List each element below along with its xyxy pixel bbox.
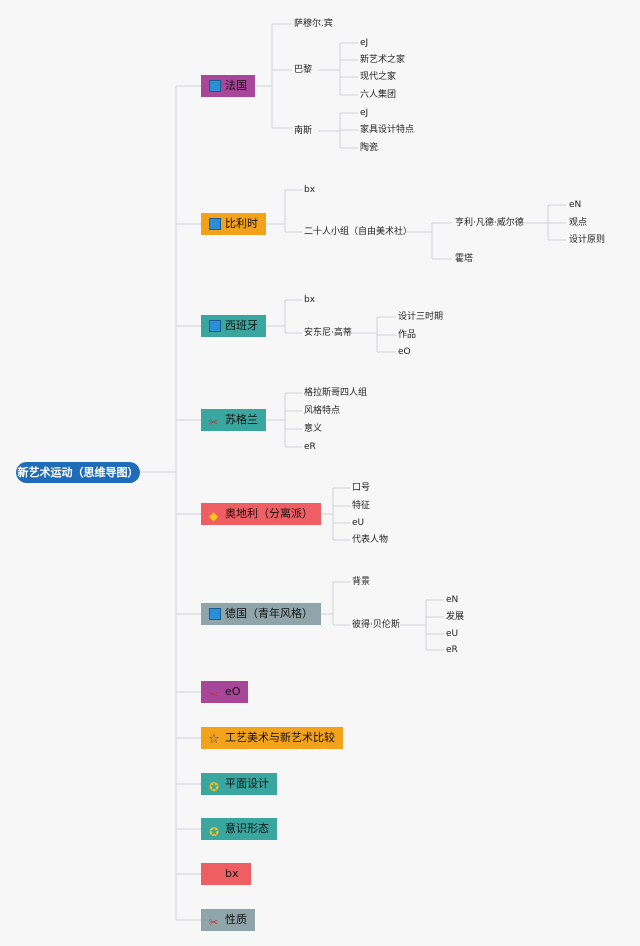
leaf-node[interactable]: 发展 xyxy=(446,612,465,622)
leaf-node[interactable]: eR xyxy=(304,442,316,452)
branch-label: 意识形态 xyxy=(225,822,269,835)
leaf-node[interactable]: 口号 xyxy=(352,483,371,493)
leaf-node[interactable]: 格拉斯哥四人组 xyxy=(304,388,368,398)
tool-icon xyxy=(209,684,221,706)
leaf-node[interactable]: 观点 xyxy=(569,218,588,228)
leaf-node[interactable]: eO xyxy=(398,347,411,357)
leaf-node[interactable]: eJ xyxy=(360,38,369,48)
branch-label: 苏格兰 xyxy=(225,413,258,426)
branch-belgium[interactable]: 比利时 xyxy=(201,213,266,235)
leaf-node[interactable]: 家具设计特点 xyxy=(360,125,415,135)
branch-comparison[interactable]: 工艺美术与新艺术比较 xyxy=(201,727,343,751)
leaf-node[interactable]: 风格特点 xyxy=(304,406,341,416)
leaf-node[interactable]: 特征 xyxy=(352,501,371,511)
branch-ideology[interactable]: 意识形态 xyxy=(201,818,277,843)
star-icon xyxy=(208,729,221,751)
leaf-node[interactable]: 安东尼·高蒂 xyxy=(304,328,352,338)
leaf-node[interactable]: eU xyxy=(446,629,459,639)
leaf-node[interactable]: 彼得·贝伦斯 xyxy=(352,620,400,630)
medal-icon xyxy=(209,776,221,798)
leaf-node[interactable]: 现代之家 xyxy=(360,72,397,82)
branch-label: bx xyxy=(225,867,239,880)
branch-spain[interactable]: 西班牙 xyxy=(201,315,266,337)
branch-label: 工艺美术与新艺术比较 xyxy=(225,731,335,744)
leaf-node[interactable]: 亨利·凡德·威尔德 xyxy=(455,218,524,228)
tool-icon xyxy=(209,912,221,934)
branch-label: eO xyxy=(225,685,241,698)
leaf-node[interactable]: 作品 xyxy=(398,330,417,340)
root-node[interactable]: 新艺术运动（思维导图） xyxy=(16,462,140,483)
leaf-node[interactable]: 萨穆尔.宾 xyxy=(294,19,333,29)
leaf-node[interactable]: eJ xyxy=(360,108,369,118)
branch-austria[interactable]: 奥地利（分离派） xyxy=(201,503,321,527)
flag-icon xyxy=(209,320,221,332)
leaf-node[interactable]: eU xyxy=(352,518,365,528)
branch-bx[interactable]: bx xyxy=(201,863,251,885)
leaf-node[interactable]: bx xyxy=(304,185,316,195)
leaf-node[interactable]: 巴黎 xyxy=(294,65,313,75)
branch-label: 性质 xyxy=(225,913,247,926)
flag-icon xyxy=(209,608,221,620)
leaf-node[interactable]: 陶瓷 xyxy=(360,143,379,153)
leaf-node[interactable]: 六人集团 xyxy=(360,90,397,100)
leaf-node[interactable]: 代表人物 xyxy=(352,535,389,545)
branch-france[interactable]: 法国 xyxy=(201,75,255,97)
leaf-node[interactable]: eR xyxy=(446,645,458,655)
leaf-node[interactable]: 设计三时期 xyxy=(398,312,444,322)
leaf-node[interactable]: 新艺术之家 xyxy=(360,55,406,65)
branch-scotland[interactable]: 苏格兰 xyxy=(201,409,266,434)
leaf-node[interactable]: 意义 xyxy=(304,424,323,434)
gem-icon xyxy=(209,505,221,527)
flag-icon xyxy=(209,80,221,92)
branch-nature[interactable]: 性质 xyxy=(201,909,255,934)
leaf-node[interactable]: 南斯 xyxy=(294,126,313,136)
leaf-node[interactable]: 霍塔 xyxy=(455,254,474,264)
leaf-node[interactable]: 设计原则 xyxy=(569,235,606,245)
leaf-node[interactable]: eN xyxy=(569,200,582,210)
branch-eo[interactable]: eO xyxy=(201,681,249,706)
branch-label: 德国（青年风格） xyxy=(225,607,313,620)
branch-label: 比利时 xyxy=(225,217,258,230)
leaf-node[interactable]: eN xyxy=(446,595,459,605)
branch-label: 奥地利（分离派） xyxy=(225,507,313,520)
leaf-node[interactable]: 二十人小组（自由美术社） xyxy=(304,227,413,237)
flag-icon xyxy=(209,218,221,230)
branch-germany[interactable]: 德国（青年风格） xyxy=(201,603,321,625)
branch-graphic-design[interactable]: 平面设计 xyxy=(201,773,277,798)
medal-icon xyxy=(209,821,221,843)
branch-label: 西班牙 xyxy=(225,319,258,332)
leaf-node[interactable]: bx xyxy=(304,295,316,305)
branch-label: 法国 xyxy=(225,79,247,92)
tool-icon xyxy=(209,412,221,434)
branch-label: 平面设计 xyxy=(225,777,269,790)
leaf-node[interactable]: 背景 xyxy=(352,577,371,587)
